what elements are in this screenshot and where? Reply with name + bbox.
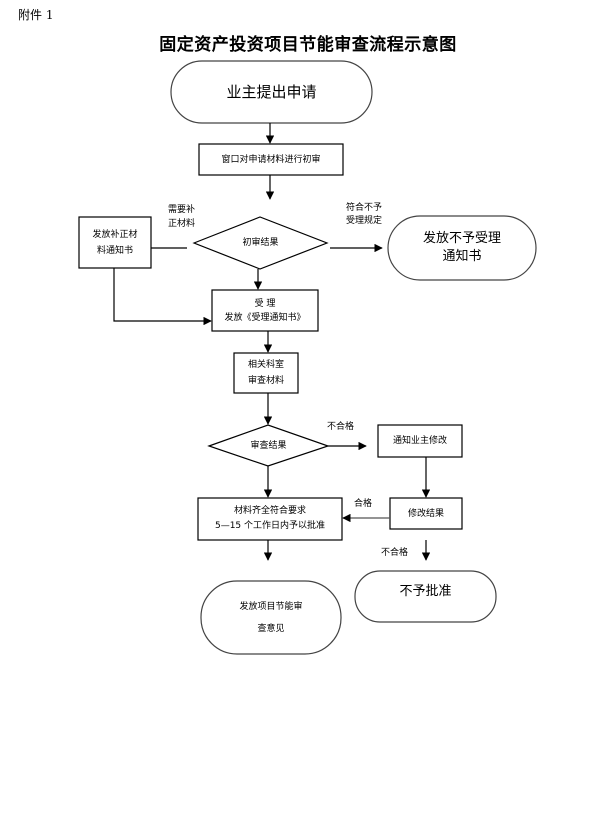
issue-opinion-terminal [200, 580, 342, 655]
not-compliant-line1: 符合不予 [346, 203, 383, 213]
modify-result-node: 修改结果 [390, 498, 462, 529]
modify-result-label: 修改结果 [407, 508, 444, 519]
issue-opinion-node: 发放项目节能审 查意见 [201, 581, 341, 654]
edge-label-modify-pass: 合格 [354, 497, 372, 511]
need-supplement-line1: 需要补 [168, 205, 196, 215]
window-review-label: 窗口对申请材料进行初审 [221, 154, 321, 165]
dept-review-line1: 相关科室 [247, 360, 284, 370]
approve-box [197, 497, 343, 541]
reject-notice-terminal [387, 215, 537, 281]
dept-review-line2: 审查材料 [247, 376, 284, 386]
not-approved-label: 不予批准 [399, 584, 452, 599]
dept-review-node: 相关科室 审查材料 [234, 353, 298, 393]
edge-supplement-to-accept [113, 268, 212, 326]
edge-label-not-compliant: 符合不予 受理规定 [346, 202, 382, 228]
initial-result-node: 初审结果 [194, 217, 327, 269]
issue-opinion-line1: 发放项目节能审 [239, 601, 303, 612]
dept-review-box [233, 352, 299, 394]
reject-notice-line1: 发放不予受理 [422, 231, 501, 246]
not-compliant-line2: 受理规定 [346, 216, 383, 226]
accept-line2: 发放《受理通知书》 [224, 312, 306, 323]
modify-result-box [389, 497, 463, 530]
accept-line1: 受 理 [254, 298, 276, 309]
need-supplement-line2: 正材料 [168, 219, 196, 229]
not-approved-node: 不予批准 [355, 571, 496, 613]
review-result-label: 审查结果 [250, 440, 287, 451]
modify-fail-label: 不合格 [381, 548, 409, 558]
review-fail-label: 不合格 [327, 422, 355, 432]
approve-line2: 5—15 个工作日内予以批准 [214, 521, 326, 531]
initial-result-diamond [192, 216, 329, 270]
notify-modify-box [377, 424, 463, 458]
approve-node: 材料齐全符合要求 5—15 个工作日内予以批准 [198, 498, 342, 540]
review-result-node: 审查结果 [209, 425, 328, 466]
supplement-notice-line1: 发放补正材 [92, 229, 138, 240]
notify-modify-node: 通知业主修改 [378, 425, 462, 457]
window-review-node: 窗口对申请材料进行初审 [199, 144, 343, 175]
page-title: 固定资产投资项目节能审查流程示意图 [159, 35, 457, 55]
supplement-notice-node: 发放补正材 料通知书 [79, 217, 151, 268]
not-approved-terminal [354, 570, 497, 623]
edge-label-modify-fail: 不合格 [381, 546, 408, 560]
start-label: 业主提出申请 [226, 83, 317, 101]
initial-result-label: 初审结果 [242, 238, 279, 248]
notify-modify-label: 通知业主修改 [392, 436, 447, 446]
modify-pass-label: 合格 [354, 499, 373, 509]
accept-node: 受 理 发放《受理通知书》 [212, 290, 318, 331]
attachment-label: 附件 1 [18, 8, 54, 22]
start-node: 业主提出申请 [171, 61, 372, 123]
start-terminal-shape [170, 60, 373, 124]
reject-notice-line2: 通知书 [442, 249, 482, 264]
accept-box [211, 289, 319, 332]
edge-label-need-supplement: 需要补 正材料 [168, 203, 195, 231]
supplement-notice-line2: 料通知书 [96, 245, 133, 256]
issue-opinion-line2: 查意见 [257, 623, 285, 634]
approve-line1: 材料齐全符合要求 [233, 506, 306, 516]
window-review-box [198, 143, 344, 176]
supplement-notice-box [78, 216, 152, 269]
reject-notice-node: 发放不予受理 通知书 [388, 216, 536, 280]
edge-label-review-fail: 不合格 [327, 420, 354, 434]
